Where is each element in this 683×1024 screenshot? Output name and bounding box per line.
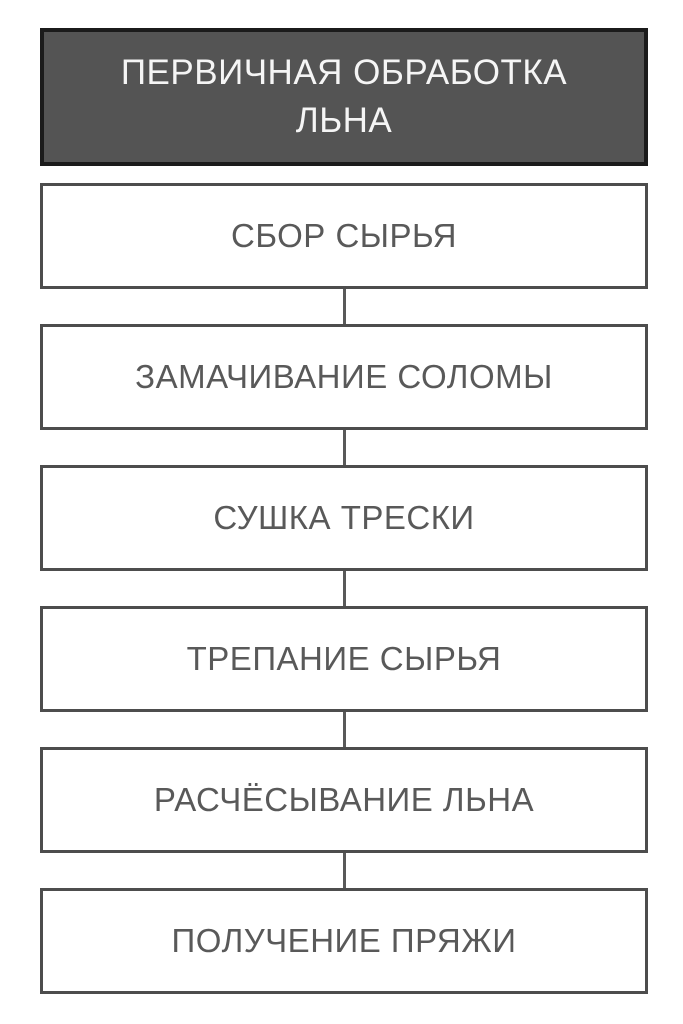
step-box-comb-flax: РАСЧЁСЫВАНИЕ ЛЬНА bbox=[40, 747, 648, 853]
title-step-gap bbox=[40, 166, 648, 183]
connector-line bbox=[342, 571, 346, 606]
connector-line bbox=[342, 853, 346, 888]
step-box-soak-straw: ЗАМАЧИВАНИЕ СОЛОМЫ bbox=[40, 324, 648, 430]
step-box-collect-raw-material: СБОР СЫРЬЯ bbox=[40, 183, 648, 289]
connector-line bbox=[342, 430, 346, 465]
connector-line bbox=[342, 712, 346, 747]
step-label: ТРЕПАНИЕ СЫРЬЯ bbox=[186, 640, 502, 677]
flowchart-title: ПЕРВИЧНАЯ ОБРАБОТКА ЛЬНА bbox=[120, 53, 568, 140]
step-label: СБОР СЫРЬЯ bbox=[230, 217, 458, 254]
step-label: ЗАМАЧИВАНИЕ СОЛОМЫ bbox=[135, 358, 553, 395]
connector-line bbox=[342, 289, 346, 324]
step-box-scutch-raw-material: ТРЕПАНИЕ СЫРЬЯ bbox=[40, 606, 648, 712]
flax-processing-flowchart: ПЕРВИЧНАЯ ОБРАБОТКА ЛЬНА СБОР СЫРЬЯ ЗАМА… bbox=[40, 28, 648, 994]
step-label: ПОЛУЧЕНИЕ ПРЯЖИ bbox=[171, 922, 517, 959]
step-label: РАСЧЁСЫВАНИЕ ЛЬНА bbox=[153, 781, 535, 818]
flowchart-title-box: ПЕРВИЧНАЯ ОБРАБОТКА ЛЬНА bbox=[40, 28, 648, 166]
step-box-dry-treska: СУШКА ТРЕСКИ bbox=[40, 465, 648, 571]
step-label: СУШКА ТРЕСКИ bbox=[213, 499, 475, 536]
step-box-obtain-yarn: ПОЛУЧЕНИЕ ПРЯЖИ bbox=[40, 888, 648, 994]
